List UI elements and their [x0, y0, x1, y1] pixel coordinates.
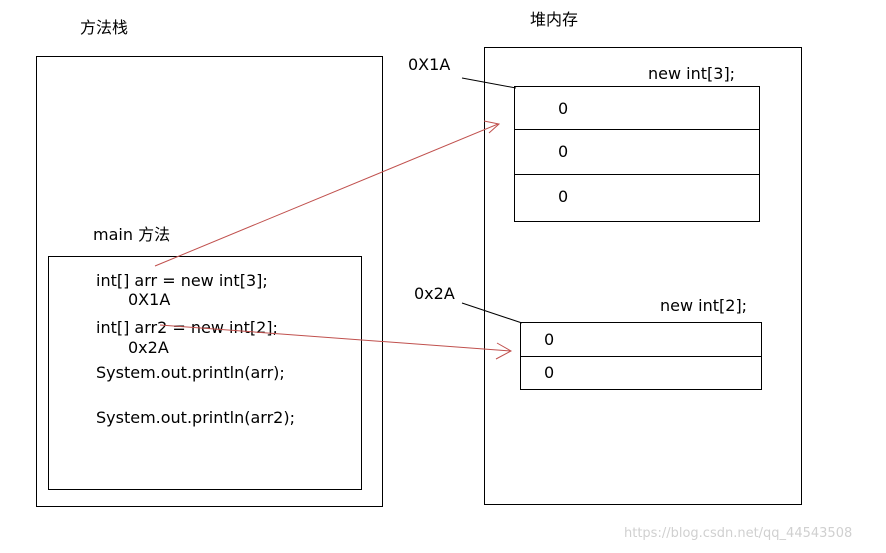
arr2-reference-arrow: [159, 324, 513, 360]
heap-box: [484, 47, 802, 505]
array1-cell-value: 0: [558, 142, 569, 161]
heap-title: 堆内存: [530, 10, 579, 29]
watermark: https://blog.csdn.net/qq_44543508: [624, 526, 853, 541]
code-line-print-arr: System.out.println(arr);: [96, 363, 285, 382]
array1-address: 0X1A: [408, 55, 451, 74]
main-frame-title: main 方法: [93, 225, 171, 244]
array2-label: new int[2];: [660, 296, 748, 315]
array1-cell: 0: [515, 87, 759, 130]
array2-cell-value: 0: [544, 330, 555, 349]
code-line-arr2-address: 0x2A: [128, 338, 169, 357]
main-frame-box: [48, 256, 362, 490]
array1-cell-value: 0: [558, 99, 569, 118]
method-stack-box: [36, 56, 383, 507]
array2-cell-value: 0: [544, 363, 555, 382]
array1-cell-value: 0: [558, 187, 569, 206]
code-line-arr-decl: int[] arr = new int[3];: [96, 271, 268, 290]
array2-address-leader: [461, 302, 523, 324]
array2-box: 0 0: [520, 322, 762, 390]
array2-cell: 0: [521, 323, 761, 357]
array1-box: 0 0 0: [514, 86, 760, 222]
array2-cell: 0: [521, 357, 761, 389]
array1-label: new int[3];: [648, 64, 736, 83]
code-line-arr-address: 0X1A: [128, 290, 171, 309]
arr-reference-arrow: [154, 120, 501, 267]
array1-address-leader: [461, 77, 517, 89]
array2-address: 0x2A: [414, 284, 455, 303]
array1-cell: 0: [515, 130, 759, 175]
method-stack-title: 方法栈: [80, 18, 129, 37]
code-line-print-arr2: System.out.println(arr2);: [96, 408, 295, 427]
array1-cell: 0: [515, 175, 759, 221]
